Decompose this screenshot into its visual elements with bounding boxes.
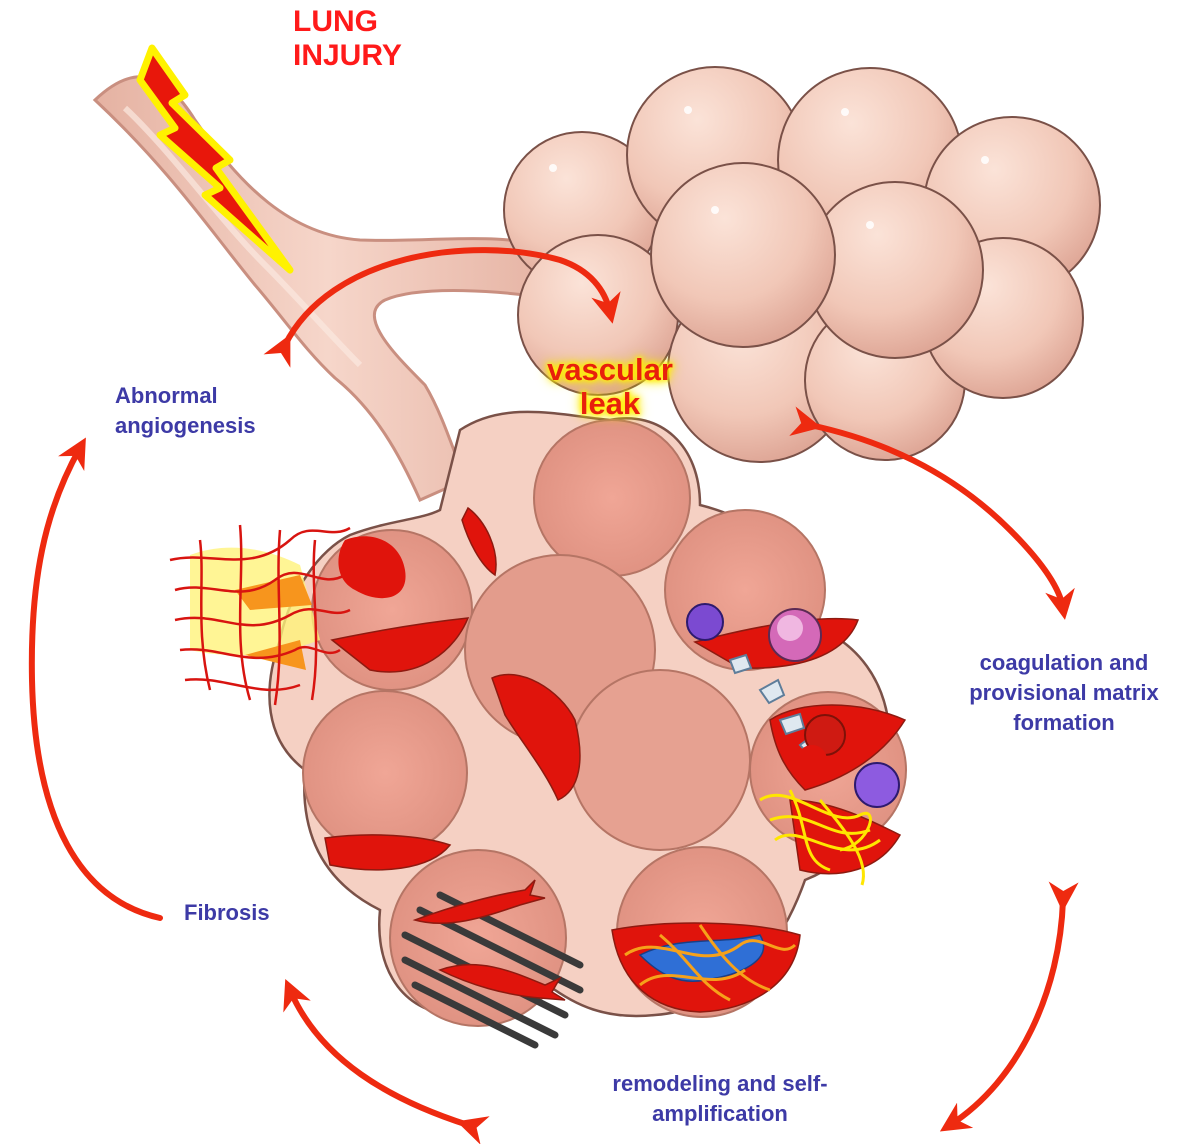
arrow-fibrosis-to-angiogenesis	[32, 448, 160, 918]
lung-injury-title: LUNG INJURY	[293, 5, 433, 73]
fibrosis-label: Fibrosis	[184, 898, 270, 928]
coagulation-label: coagulation and provisional matrix forma…	[930, 648, 1197, 738]
abnormal-angiogenesis-label: Abnormal angiogenesis	[115, 381, 305, 441]
vascular-leak-label: vascular leak	[520, 353, 700, 421]
remodeling-label: remodeling and self-amplification	[560, 1069, 880, 1129]
arrow-coagulation-to-remodeling	[950, 900, 1063, 1125]
arrow-leak-to-coagulation	[810, 425, 1063, 608]
